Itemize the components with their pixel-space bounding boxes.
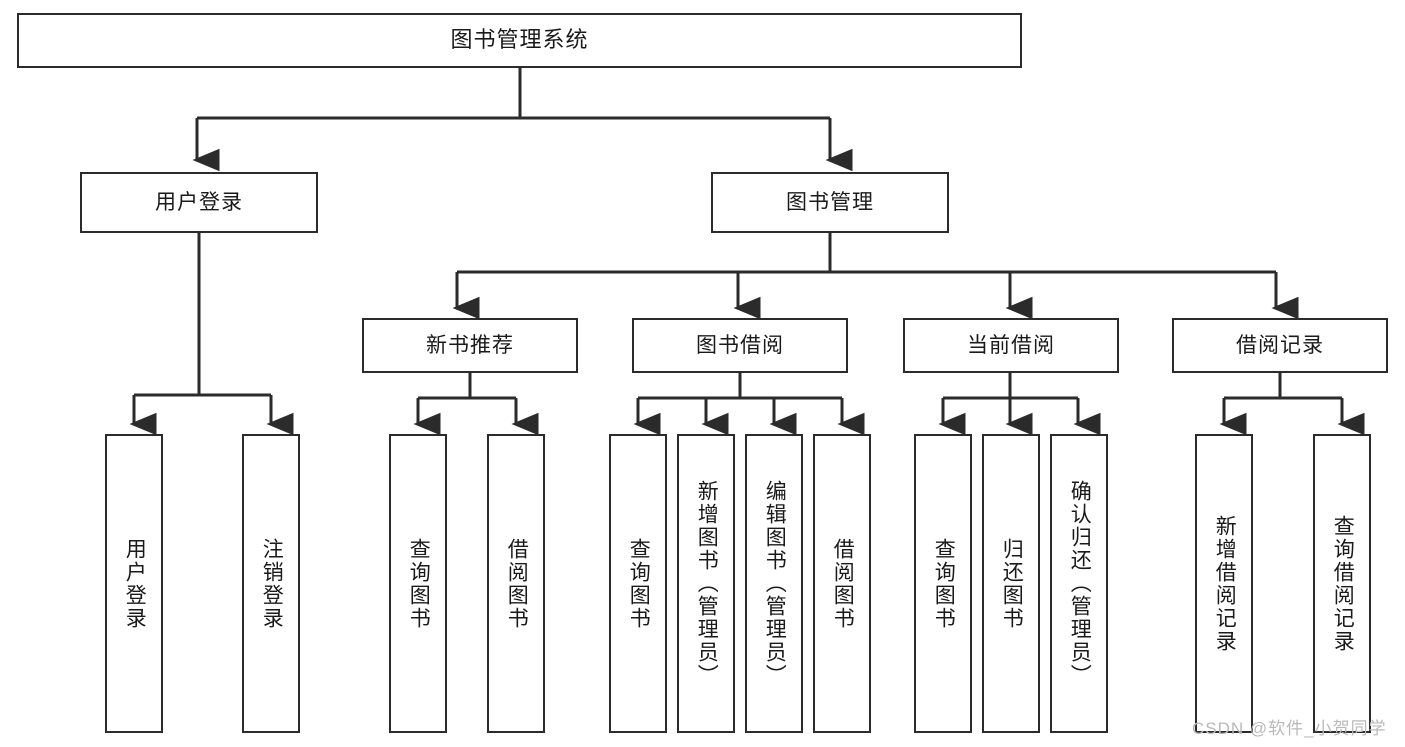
- leaf-borrow-record-add[interactable]: 新增借阅记录: [1195, 434, 1253, 733]
- leaf-new-book-borrow[interactable]: 借阅图书: [487, 434, 545, 733]
- node-root-system[interactable]: 图书管理系统: [17, 13, 1022, 68]
- node-book-borrow[interactable]: 图书借阅: [632, 318, 848, 373]
- leaf-book-borrow-borrow[interactable]: 借阅图书: [813, 434, 871, 733]
- leaf-new-book-query[interactable]: 查询图书: [389, 434, 447, 733]
- leaf-book-borrow-query[interactable]: 查询图书: [609, 434, 667, 733]
- leaf-borrow-record-query[interactable]: 查询借阅记录: [1313, 434, 1371, 733]
- leaf-book-borrow-edit-admin[interactable]: 编辑图书（管理员）: [745, 434, 803, 733]
- node-borrow-record[interactable]: 借阅记录: [1172, 318, 1388, 373]
- node-current-borrow[interactable]: 当前借阅: [903, 318, 1119, 373]
- leaf-current-borrow-query[interactable]: 查询图书: [914, 434, 972, 733]
- node-user-login[interactable]: 用户登录: [80, 172, 318, 233]
- leaf-current-borrow-return[interactable]: 归还图书: [982, 434, 1040, 733]
- watermark-csdn: CSDN @软件_小贺同学: [1192, 719, 1387, 738]
- node-book-management[interactable]: 图书管理: [711, 172, 949, 233]
- leaf-book-borrow-add-admin[interactable]: 新增图书（管理员）: [677, 434, 735, 733]
- leaf-current-borrow-confirm-admin[interactable]: 确认归还（管理员）: [1050, 434, 1108, 733]
- leaf-user-login-logout[interactable]: 注销登录: [242, 434, 300, 733]
- leaf-user-login-login[interactable]: 用户登录: [105, 434, 163, 733]
- node-new-book-recommend[interactable]: 新书推荐: [362, 318, 578, 373]
